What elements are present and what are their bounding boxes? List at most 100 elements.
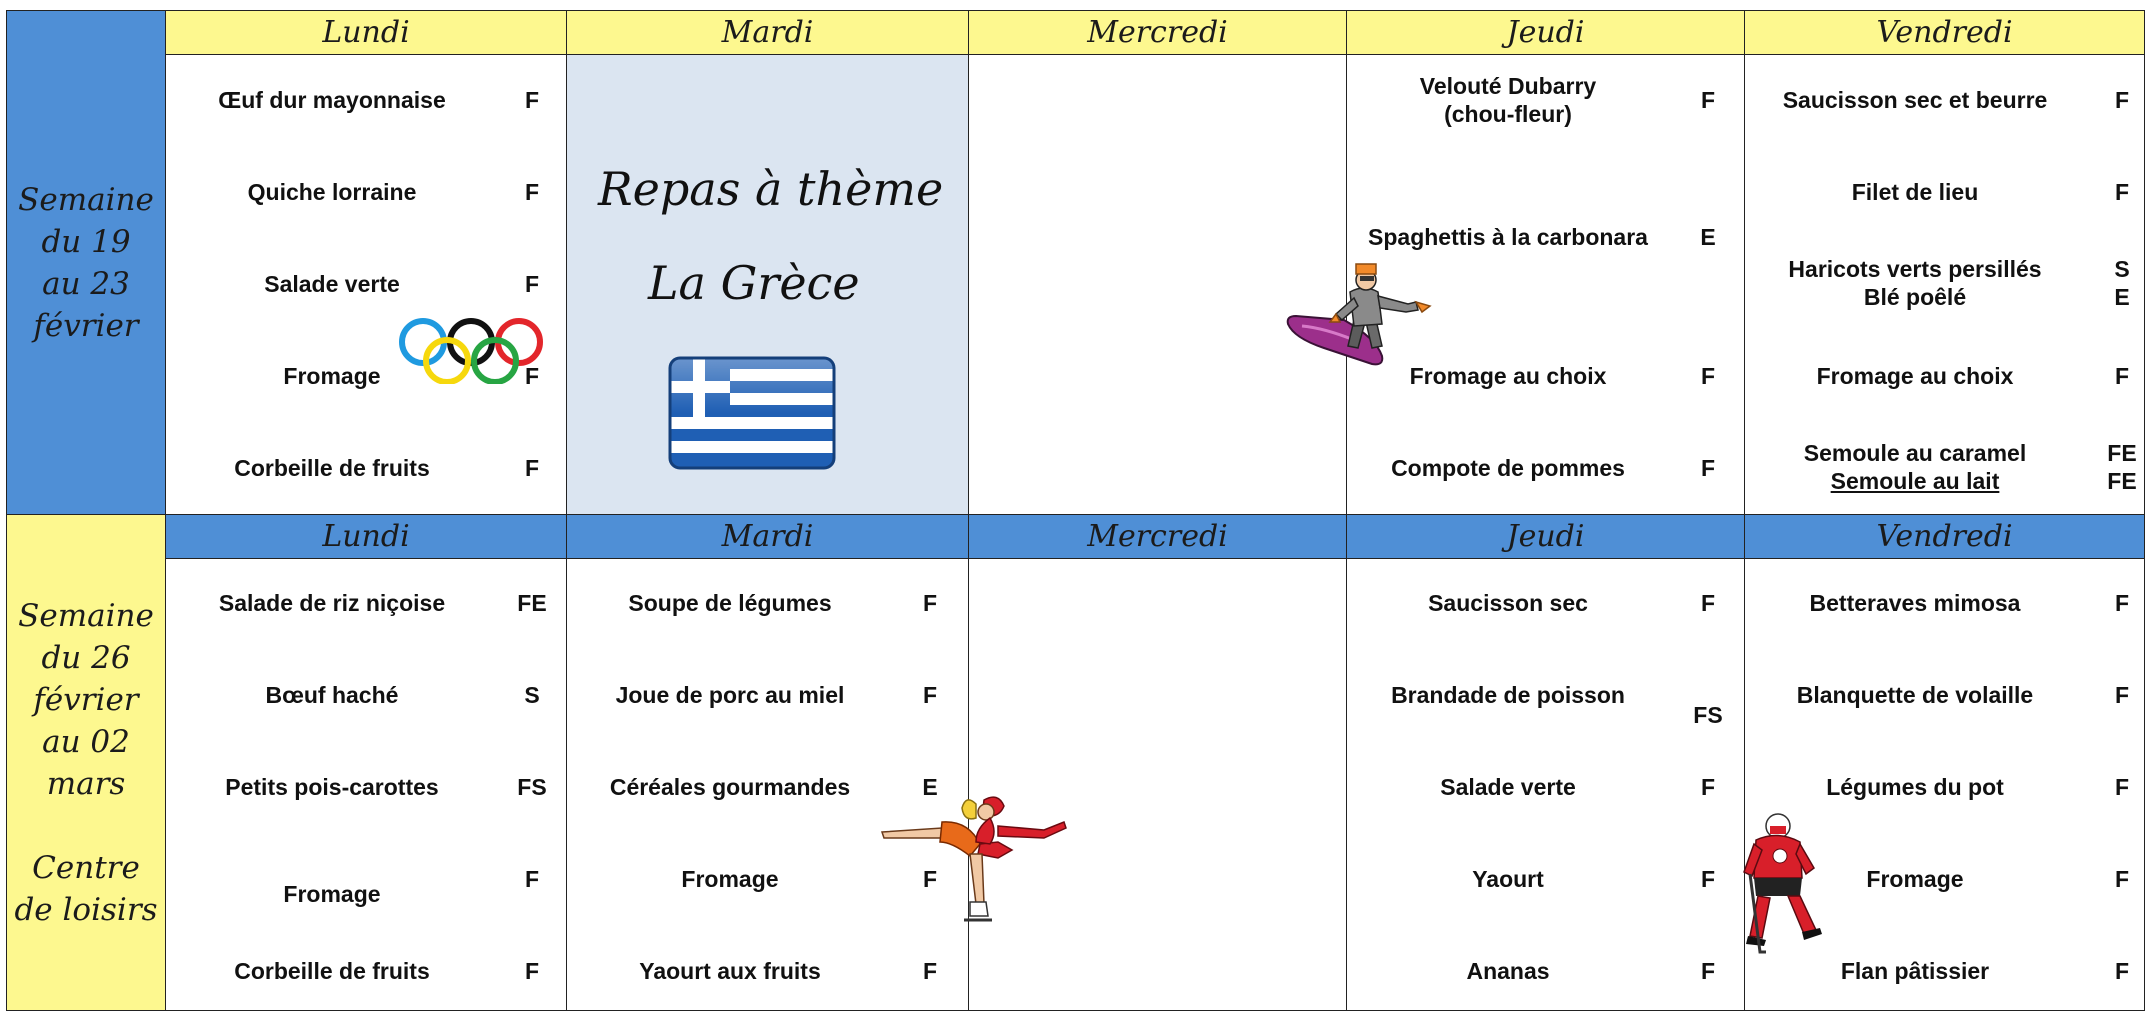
theme-title: Repas à thème: [598, 162, 944, 216]
week2-vendredi-code: F: [2114, 774, 2130, 800]
week2-jeudi-dish: Ananas: [1466, 958, 1550, 984]
week1-jeudi-code: F: [1700, 87, 1716, 113]
week2-label-line: mars: [46, 765, 126, 802]
week1-jeudi-dish-line: Velouté Dubarry: [1419, 73, 1597, 99]
week2-jeudi-dish: Yaourt: [1472, 866, 1544, 892]
week2-header-mercredi: Mercredi: [968, 514, 1347, 559]
week1-lundi-dish: Quiche lorraine: [247, 179, 417, 205]
week1-jeudi-dish: Compote de pommes: [1391, 455, 1625, 481]
week2-label-line: du 26: [41, 639, 131, 676]
week1-vendredi-code-line: E: [2114, 284, 2130, 310]
week2-header-mardi: Mardi: [566, 514, 969, 559]
week1-header-vendredi: Vendredi: [1744, 10, 2145, 55]
week1-lundi-dish: Fromage: [283, 363, 381, 389]
week2-jeudi-code: F: [1700, 866, 1716, 892]
week2-lundi-dish: Corbeille de fruits: [234, 958, 430, 984]
week1-vendredi-code: F: [2114, 179, 2130, 205]
week1-label-line: février: [33, 307, 139, 344]
week2-header-vendredi: Vendredi: [1744, 514, 2145, 559]
week1-header-jeudi: Jeudi: [1346, 10, 1745, 55]
week2-lundi-dish: Bœuf haché: [265, 682, 399, 708]
week1-vendredi-code-line: FE: [2107, 468, 2137, 494]
hockey-player-icon: [1743, 813, 1822, 954]
week2-jeudi-dish: Salade verte: [1440, 774, 1576, 800]
week2-label-line: de loisirs: [14, 891, 158, 928]
week2-header-jeudi: Jeudi: [1346, 514, 1745, 559]
week1-lundi-dish: Œuf dur mayonnaise: [218, 87, 446, 113]
week2-vendredi-dish: Légumes du pot: [1826, 774, 2004, 800]
week1-jeudi-code: E: [1700, 224, 1716, 250]
week2-mardi-code: F: [922, 866, 938, 892]
week2-label: Semaine du 26 février au 02 mars Centre …: [6, 514, 166, 1011]
week2-mardi-dish: Céréales gourmandes: [609, 774, 851, 800]
week1-header-mercredi: Mercredi: [968, 10, 1347, 55]
week1-lundi-code: F: [524, 271, 540, 297]
week2-vendredi-code: F: [2114, 958, 2130, 984]
week1-label-line: au 23: [42, 265, 130, 302]
week1-vendredi-code: S E: [2102, 255, 2142, 311]
week2-lundi-dish: Fromage: [283, 881, 381, 907]
week2-lundi-code: FE: [517, 590, 547, 616]
week1-lundi-code: F: [524, 363, 540, 389]
week2-mardi-dish: Yaourt aux fruits: [639, 958, 821, 984]
week2-mardi-code: F: [922, 958, 938, 984]
week1-lundi-dish: Salade verte: [264, 271, 400, 297]
week2-jeudi-code: F: [1700, 774, 1716, 800]
week1-vendredi-dish: Saucisson sec et beurre: [1782, 87, 2048, 113]
week1-lundi-code: F: [524, 455, 540, 481]
week2-mardi-code: F: [922, 590, 938, 616]
week1-lundi-code: F: [524, 179, 540, 205]
week2-lundi-code: F: [524, 958, 540, 984]
week1-vendredi-dish: Filet de lieu: [1851, 179, 1979, 205]
week2-vendredi-dish: Blanquette de volaille: [1796, 682, 2034, 708]
week1-vendredi-dish: Fromage au choix: [1816, 363, 2014, 389]
week1-lundi-code: F: [524, 87, 540, 113]
week2-lundi-dish: Petits pois-carottes: [225, 774, 439, 800]
week2-label-line: février: [33, 681, 139, 718]
week1-vendredi-dish: Haricots verts persillés Blé poêlé: [1765, 255, 2065, 311]
week2-mardi-code: E: [922, 774, 938, 800]
week2-jeudi-dish: Saucisson sec: [1428, 590, 1588, 616]
theme-subtitle: La Grèce: [648, 256, 860, 310]
week1-vendredi-dish-line: Haricots verts persillés: [1788, 256, 2042, 282]
snowboarder-icon: [1286, 263, 1432, 366]
week2-mardi-code: F: [922, 682, 938, 708]
week1-vendredi-code-line: S: [2114, 256, 2130, 282]
week2-lundi-code: FS: [517, 774, 547, 800]
week2-vendredi-dish: Flan pâtissier: [1840, 958, 1990, 984]
week1-vendredi-code: FE FE: [2100, 439, 2144, 495]
week2-jeudi-dish: Brandade de poisson: [1391, 682, 1625, 708]
week1-header-lundi: Lundi: [165, 10, 567, 55]
week2-cell-mercredi: [968, 558, 1347, 1011]
week2-vendredi-dish: Betteraves mimosa: [1809, 590, 2021, 616]
week2-jeudi-code: F: [1700, 590, 1716, 616]
week2-jeudi-code: F: [1700, 958, 1716, 984]
week2-lundi-code: F: [524, 866, 540, 892]
week2-vendredi-code: F: [2114, 682, 2130, 708]
figure-skater-icon: [880, 796, 1067, 922]
greek-flag-icon: [668, 356, 836, 470]
week1-jeudi-dish: Velouté Dubarry (chou-fleur): [1358, 72, 1658, 128]
week1-jeudi-dish-line: (chou-fleur): [1444, 101, 1572, 127]
week1-lundi-dish: Corbeille de fruits: [234, 455, 430, 481]
week2-label-line: au 02: [42, 723, 130, 760]
week1-header-mardi: Mardi: [566, 10, 969, 55]
week2-vendredi-dish: Fromage: [1866, 866, 1964, 892]
olympic-rings-icon: [399, 318, 543, 384]
week1-jeudi-dish: Fromage au choix: [1409, 363, 1607, 389]
week2-mardi-dish: Soupe de légumes: [628, 590, 832, 616]
week1-vendredi-dish-line: Semoule au caramel: [1803, 440, 2027, 466]
week1-vendredi-code: F: [2114, 87, 2130, 113]
week1-label-line: du 19: [41, 223, 131, 260]
week2-mardi-dish: Joue de porc au miel: [615, 682, 845, 708]
week1-vendredi-dish-line: Semoule au lait: [1830, 468, 2000, 494]
week2-mardi-dish: Fromage: [681, 866, 779, 892]
week2-vendredi-code: F: [2114, 866, 2130, 892]
week1-vendredi-code-line: FE: [2107, 440, 2137, 466]
week2-lundi-code: S: [524, 682, 540, 708]
week2-jeudi-code: FS: [1693, 702, 1723, 728]
week1-jeudi-code: F: [1700, 455, 1716, 481]
week2-label-line: Centre: [32, 849, 140, 886]
week1-jeudi-code: F: [1700, 363, 1716, 389]
